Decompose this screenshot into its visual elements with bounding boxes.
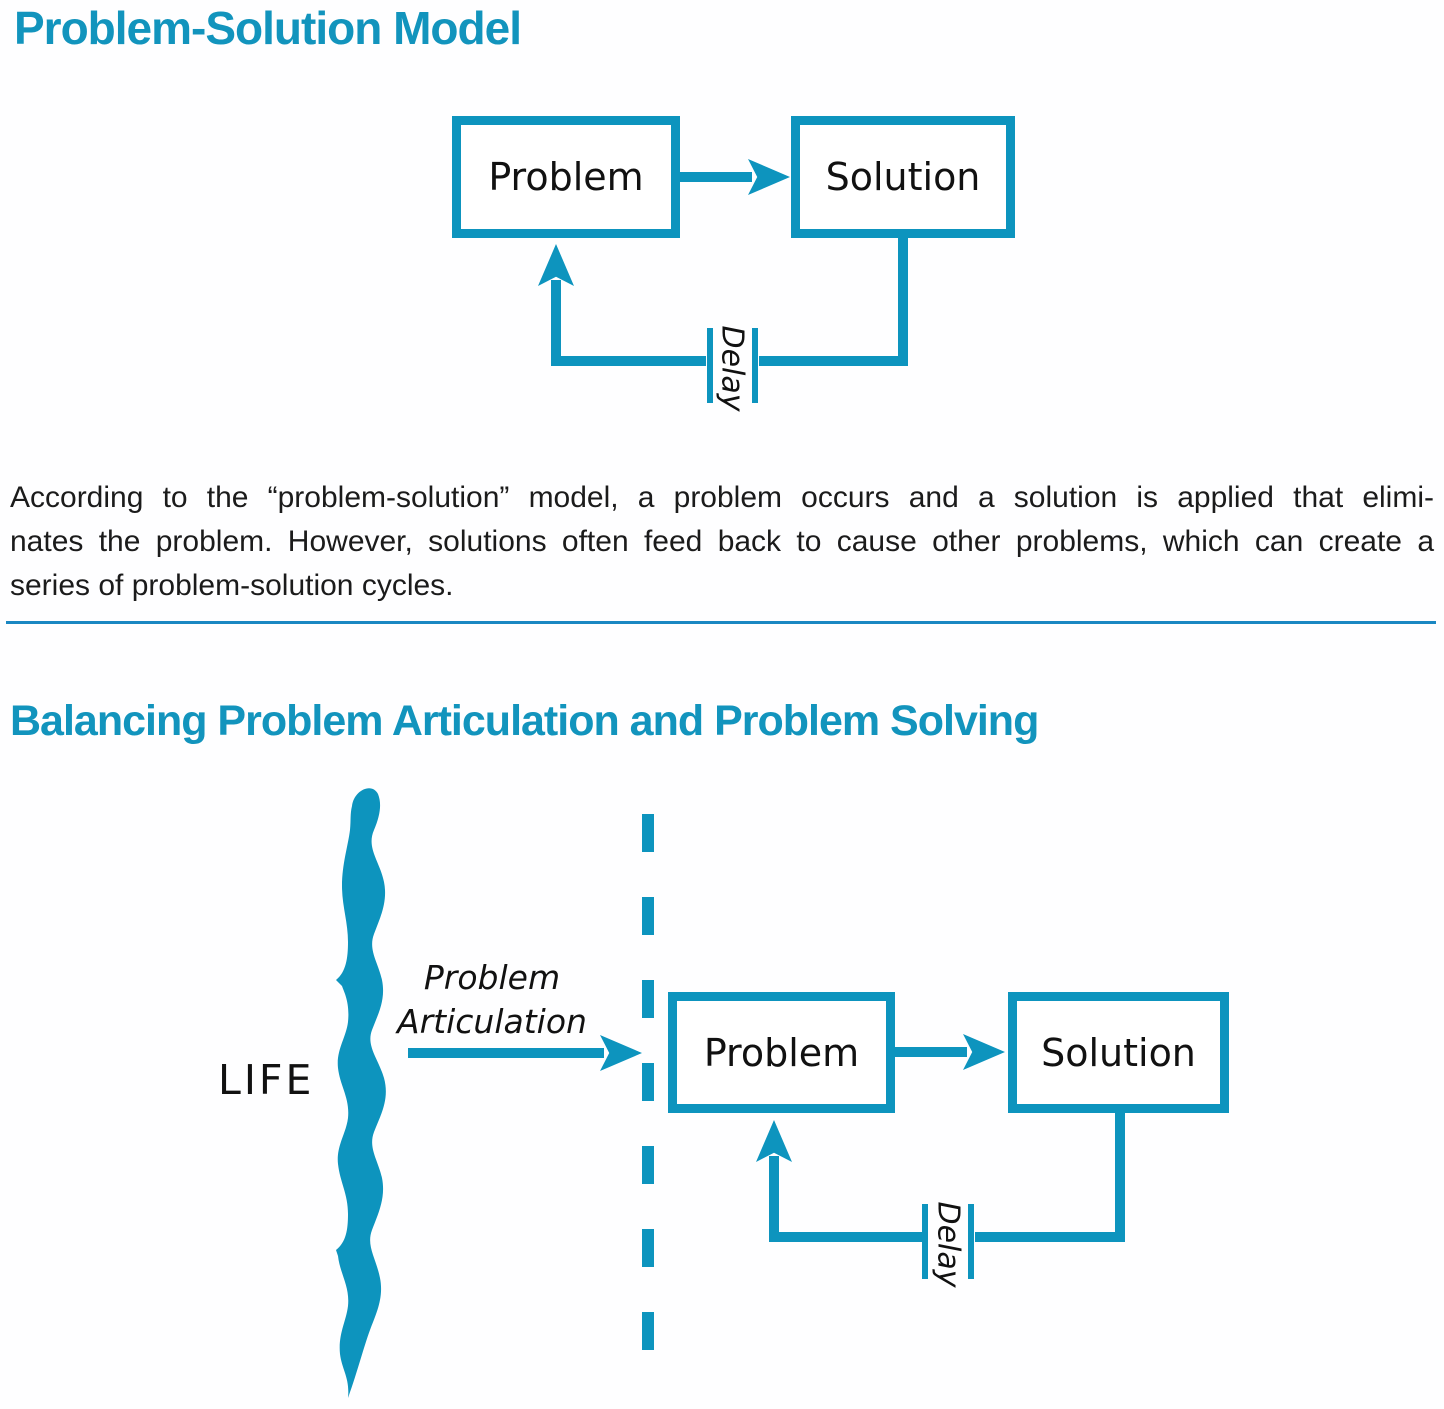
problem-to-solution-line-2 [895,1047,967,1057]
delay-tick-right-1 [752,328,758,403]
delay-tick-right-2 [968,1204,974,1279]
solution-box-2-label: Solution [1041,1030,1196,1075]
paragraph-line-3: series of problem-solution cycles. [10,569,454,602]
life-boundary-squiggle [336,788,386,1398]
problem-articulation-arrow-line [408,1048,604,1058]
section1-title: Problem-Solution Model [14,2,522,54]
feedback-up-line-2 [769,1156,779,1242]
boundary-dashed-line [642,814,654,1392]
problem-articulation-label-line1: Problem [423,958,561,997]
solution-box-1-label: Solution [825,155,981,199]
arrowhead-right-icon [963,1034,1005,1070]
feedback-bottom-line-left-1 [551,356,706,366]
delay-label-2: Delay [911,1194,986,1294]
feedback-bottom-line-right-2 [975,1232,1125,1242]
feedback-up-line-1 [551,280,561,366]
life-label: LIFE [218,1056,315,1104]
delay-tick-left-1 [707,328,713,403]
section2-title: Balancing Problem Articulation and Probl… [10,697,1039,745]
problem-box-2: Problem [668,992,895,1113]
paragraph-line-2: nates the problem. However, solutions of… [10,525,1434,558]
feedback-bottom-line-left-2 [769,1232,922,1242]
problem-box-2-label: Problem [703,1030,860,1075]
solution-feedback-down-line-1 [898,236,908,366]
problem-box-1: Problem [452,116,680,238]
arrowhead-right-icon [748,159,790,195]
explanatory-paragraph: According to the “problem-solution” mode… [10,476,1434,608]
problem-articulation-label-line2: Articulation [397,1002,587,1041]
delay-tick-left-2 [922,1204,928,1279]
paragraph-line-1: According to the “problem-solution” mode… [10,481,1434,514]
problem-to-solution-line-1 [680,172,752,182]
feedback-bottom-line-right-1 [759,356,908,366]
delay-label-1: Delay [695,318,770,418]
arrowhead-right-icon [600,1035,642,1071]
solution-box-1: Solution [791,116,1015,238]
delay-label-1-text: Delay [715,324,750,412]
solution-feedback-down-line-2 [1115,1112,1125,1242]
section-divider [6,621,1436,624]
solution-box-2: Solution [1008,992,1229,1113]
delay-label-2-text: Delay [931,1200,966,1288]
problem-articulation-label: Problem Articulation [372,956,612,1044]
problem-box-1-label: Problem [488,155,644,199]
